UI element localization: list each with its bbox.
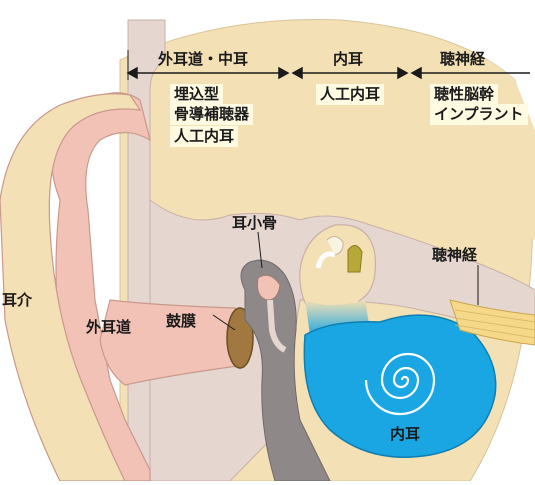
device-brainstem-1: 聴性脳幹: [430, 84, 498, 105]
label-ear-canal: 外耳道: [86, 320, 131, 335]
device-cochlear-implant-1: 人工内耳: [170, 126, 238, 147]
device-implantable: 埋込型: [170, 84, 223, 105]
header-nerve: 聴神経: [440, 52, 485, 67]
device-brainstem-2: インプラント: [430, 104, 528, 125]
semicircular-canal: [348, 245, 362, 272]
header-inner-ear: 内耳: [333, 52, 363, 67]
label-auditory-nerve: 聴神経: [432, 248, 477, 263]
device-bone-conduction: 骨導補聴器: [170, 104, 253, 125]
label-ossicles: 耳小骨: [232, 216, 277, 231]
label-inner-ear: 内耳: [390, 427, 420, 442]
label-pinna: 耳介: [2, 293, 32, 308]
label-eardrum: 鼓膜: [166, 314, 196, 329]
header-outer-middle-ear: 外耳道・中耳: [158, 52, 248, 67]
device-cochlear-implant-2: 人工内耳: [316, 84, 384, 105]
